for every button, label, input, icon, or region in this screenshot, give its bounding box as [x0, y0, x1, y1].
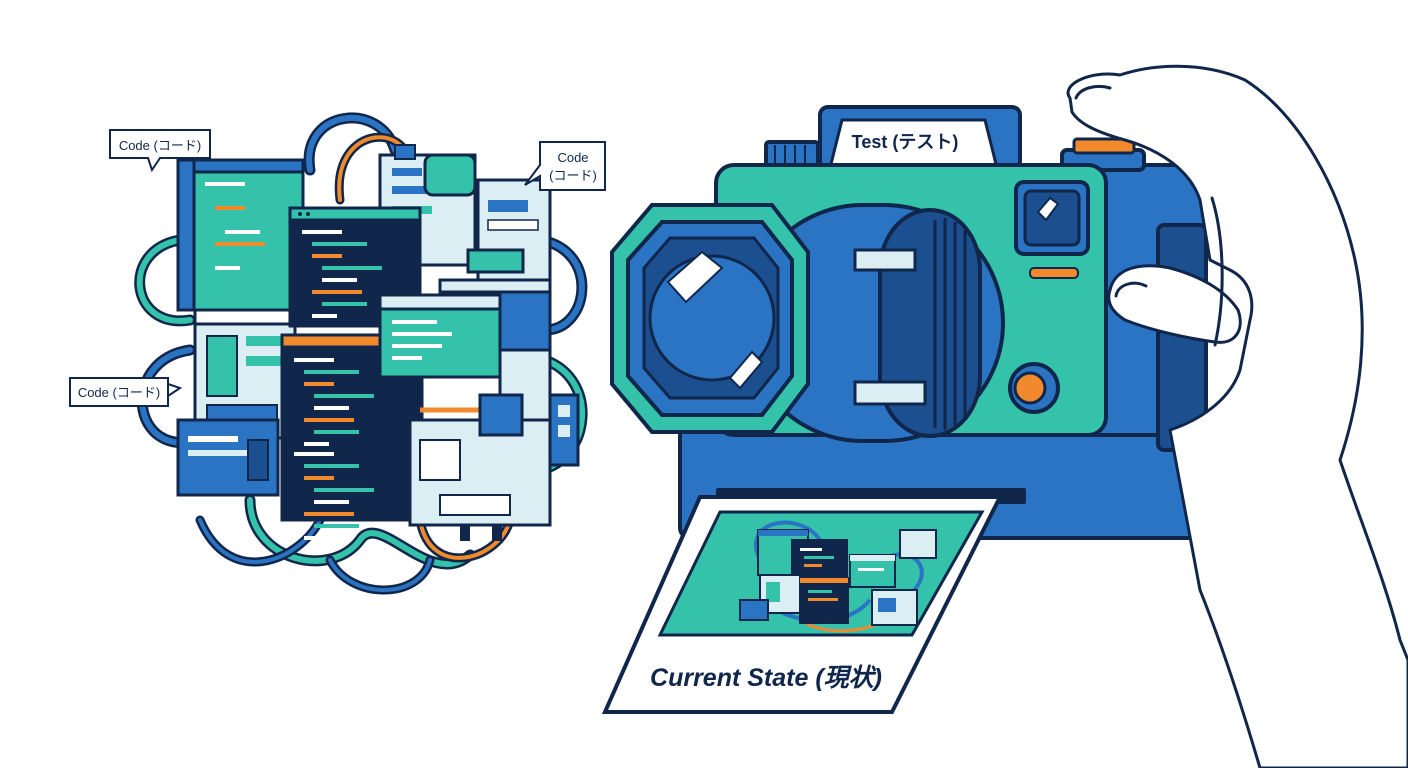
- tangled-code-icon: Code (コード) Code (コード) Code (コード): [69, 112, 606, 595]
- svg-text:Code (コード): Code (コード): [119, 138, 201, 153]
- svg-text:Code: Code: [557, 150, 588, 165]
- camera-icon: Test (テスト): [610, 105, 1214, 540]
- test-label: Test (テスト): [852, 132, 959, 152]
- svg-text:Code (コード): Code (コード): [78, 385, 160, 400]
- photo-caption: Current State (現状): [650, 664, 882, 692]
- cable-tangle: [134, 112, 588, 595]
- svg-text:(コード): (コード): [549, 168, 597, 183]
- code-callout-1: Code (コード): [109, 129, 211, 173]
- hand-icon: [1066, 64, 1408, 768]
- code-callout-3: Code (コード): [69, 377, 183, 407]
- photo-print-icon: Current State (現状): [601, 495, 1004, 714]
- code-callout-2: Code (コード): [524, 141, 606, 191]
- photo-thumbnail-tangle: [739, 520, 937, 633]
